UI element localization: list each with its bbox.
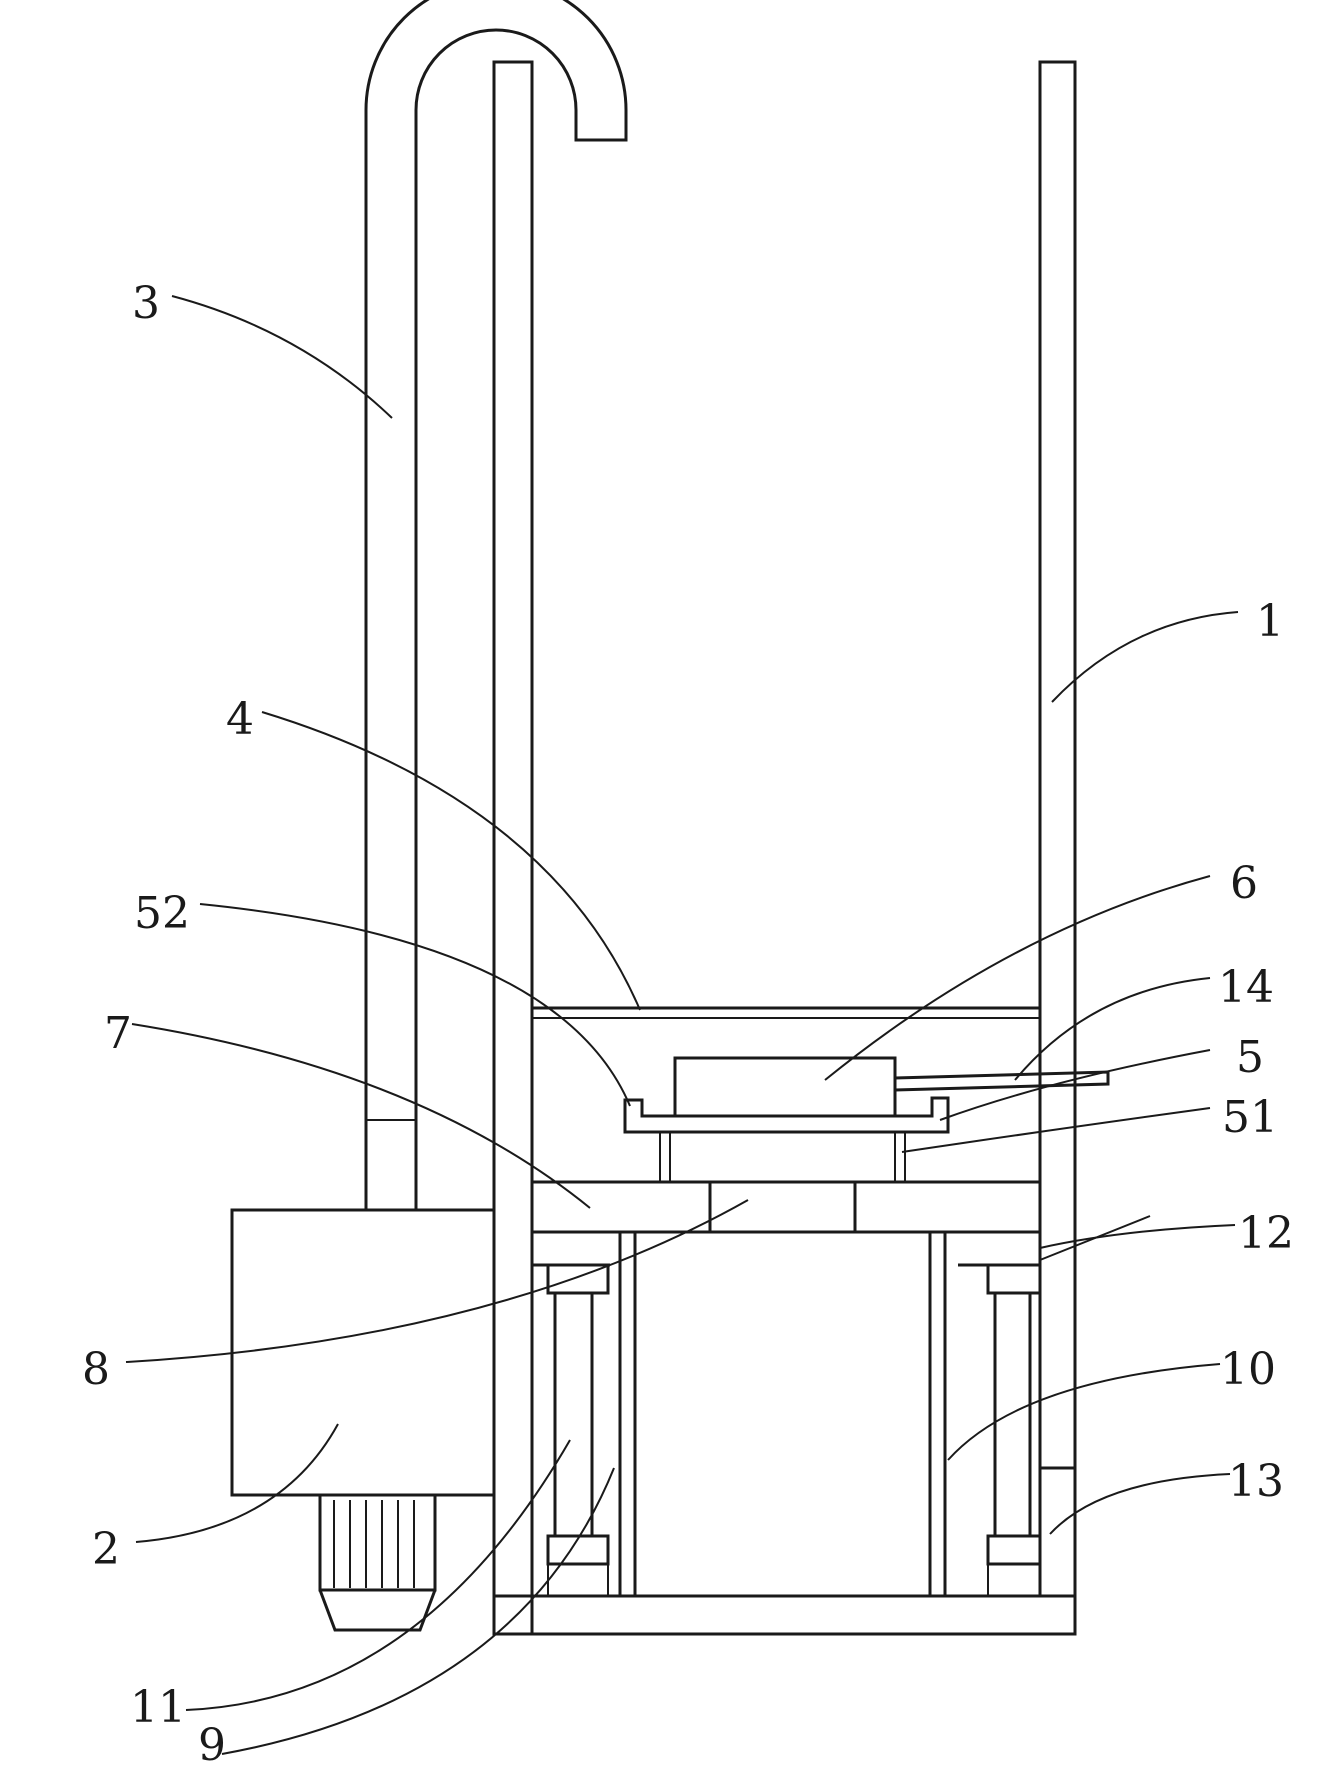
leader-9 xyxy=(221,1467,615,1755)
leader-51 xyxy=(901,1107,1211,1153)
label-14: 14 xyxy=(1218,962,1274,1013)
pump-box xyxy=(230,1208,496,1497)
label-1: 1 xyxy=(1256,596,1284,647)
leader-8 xyxy=(125,1199,749,1363)
label-7: 7 xyxy=(104,1008,132,1059)
frame-12 xyxy=(530,1232,1040,1267)
container-body xyxy=(492,60,1077,1636)
leader-lines xyxy=(125,295,1239,1755)
leader-2 xyxy=(135,1423,339,1543)
label-3: 3 xyxy=(132,278,160,329)
leader-7 xyxy=(131,1023,591,1209)
motor-cap xyxy=(318,1493,437,1592)
labels: 3 1 4 6 52 14 7 5 51 12 8 10 13 2 11 9 xyxy=(82,278,1294,1771)
leader-52 xyxy=(199,903,631,1107)
label-8: 8 xyxy=(82,1344,110,1395)
label-2: 2 xyxy=(92,1524,120,1575)
label-5: 5 xyxy=(1236,1032,1264,1083)
leader-5 xyxy=(939,1049,1211,1121)
label-52: 52 xyxy=(134,888,190,939)
bottom-plate xyxy=(492,1594,1077,1636)
label-10: 10 xyxy=(1220,1344,1276,1395)
plate-7 xyxy=(530,1180,1042,1234)
leader-13 xyxy=(1049,1473,1231,1535)
label-6: 6 xyxy=(1230,858,1258,909)
label-12: 12 xyxy=(1238,1208,1294,1259)
water-pipe xyxy=(364,0,628,1210)
spring-left xyxy=(546,1263,610,1597)
plate-4 xyxy=(532,1006,1040,1019)
label-13: 13 xyxy=(1228,1456,1284,1507)
label-4: 4 xyxy=(226,694,254,745)
label-51: 51 xyxy=(1222,1092,1278,1143)
leader-1 xyxy=(1051,611,1239,703)
rod-14 xyxy=(894,1070,1110,1092)
inner-column xyxy=(618,1232,947,1596)
left-wall xyxy=(492,60,534,1636)
leader-10 xyxy=(947,1363,1221,1461)
leader-12 xyxy=(1039,1224,1236,1249)
tray xyxy=(623,1096,950,1134)
leader-14 xyxy=(1014,977,1211,1081)
label-11: 11 xyxy=(130,1682,186,1733)
drain-gap xyxy=(1038,1466,1077,1598)
label-9: 9 xyxy=(198,1720,226,1769)
post-51-left xyxy=(659,1131,671,1183)
component-6 xyxy=(673,1056,897,1118)
spring-right xyxy=(986,1263,1042,1597)
leader-6 xyxy=(824,875,1211,1081)
leader-4 xyxy=(261,711,641,1011)
leader-11 xyxy=(185,1439,571,1711)
leader-3 xyxy=(171,295,393,419)
leader-12b xyxy=(1039,1215,1151,1261)
pump xyxy=(230,1208,496,1632)
post-51-right xyxy=(894,1131,906,1183)
